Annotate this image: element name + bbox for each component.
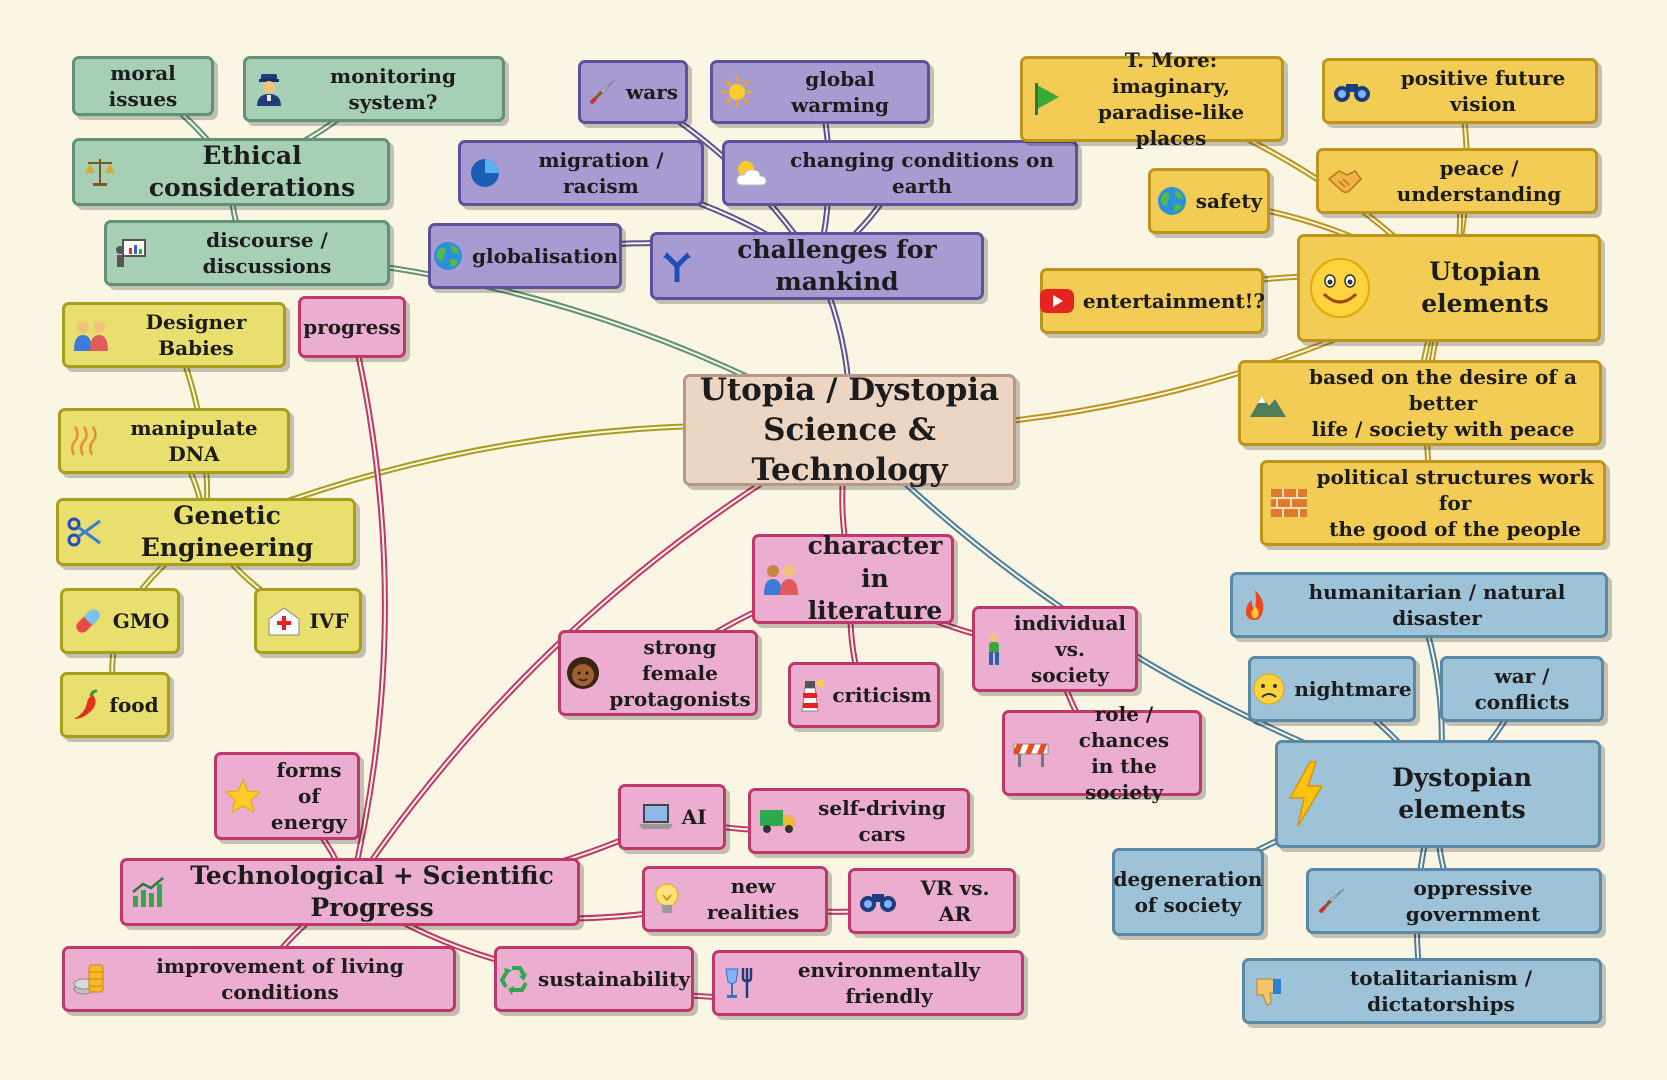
connector-line-highlight bbox=[349, 326, 386, 893]
smiley-icon bbox=[1308, 256, 1372, 320]
node-peace-understanding[interactable]: peace / understanding bbox=[1316, 148, 1598, 214]
coins-icon bbox=[73, 962, 107, 996]
node-manipulate-dna[interactable]: manipulate DNA bbox=[58, 408, 290, 474]
node-sustainability[interactable]: sustainability bbox=[494, 946, 694, 1012]
dna-wave-icon bbox=[69, 425, 101, 457]
chart-up-icon bbox=[131, 876, 167, 908]
handshake-icon bbox=[1327, 167, 1363, 195]
central-topic[interactable]: Utopia / Dystopia Science & Technology bbox=[683, 372, 1016, 488]
node-character-in-literature[interactable]: character in literature bbox=[752, 531, 954, 625]
node-strong-female-protagonists[interactable]: strong female protagonists bbox=[558, 630, 758, 716]
people-icon bbox=[763, 563, 799, 595]
flag-icon bbox=[1031, 81, 1061, 117]
node-ivf[interactable]: IVF bbox=[254, 588, 362, 654]
node-ethical-considerations[interactable]: Ethical considerations bbox=[72, 138, 390, 206]
pill-icon bbox=[71, 604, 105, 638]
binoculars-icon bbox=[1333, 78, 1371, 104]
node-positive-future-vision[interactable]: positive future vision bbox=[1322, 58, 1598, 124]
node-progress[interactable]: progress bbox=[298, 296, 406, 358]
play-button-icon bbox=[1039, 288, 1075, 314]
recycle-icon bbox=[498, 963, 530, 995]
node-vr-vs-ar[interactable]: VR vs. AR bbox=[848, 868, 1016, 934]
node-monitoring-system[interactable]: monitoring system? bbox=[243, 56, 505, 122]
star-icon bbox=[225, 779, 261, 813]
node-criticism[interactable]: criticism bbox=[788, 662, 940, 728]
node-political-structures[interactable]: political structures work for the good o… bbox=[1260, 460, 1606, 546]
node-oppressive-government[interactable]: oppressive government bbox=[1306, 868, 1602, 934]
node-food[interactable]: food bbox=[60, 672, 170, 738]
laptop-icon bbox=[638, 803, 674, 831]
node-ai[interactable]: AI bbox=[618, 784, 726, 850]
node-genetic-engineering[interactable]: Genetic Engineering bbox=[56, 498, 356, 566]
binoculars-icon bbox=[859, 888, 897, 914]
node-challenges-for-mankind[interactable]: challenges for mankind bbox=[650, 232, 984, 300]
node-entertainment[interactable]: entertainment!? bbox=[1039, 268, 1265, 334]
brick-wall-icon bbox=[1271, 489, 1307, 517]
globe-icon bbox=[432, 240, 464, 272]
dagger-icon bbox=[588, 77, 618, 107]
presentation-icon bbox=[115, 238, 147, 268]
node-globalisation[interactable]: globalisation bbox=[428, 223, 622, 289]
light-bulb-icon bbox=[653, 882, 681, 916]
lighthouse-icon bbox=[796, 678, 824, 712]
node-improvement-living-conditions[interactable]: improvement of living conditions bbox=[62, 946, 456, 1012]
node-new-realities[interactable]: new realities bbox=[642, 866, 828, 932]
node-changing-conditions[interactable]: changing conditions on earth bbox=[722, 140, 1078, 206]
node-totalitarianism-dictatorships[interactable]: totalitarianism / dictatorships bbox=[1242, 958, 1602, 1024]
mountain-icon bbox=[1249, 388, 1287, 418]
sun-icon bbox=[721, 76, 753, 108]
node-role-chances[interactable]: role / chances in the society bbox=[1002, 702, 1202, 804]
hospital-icon bbox=[267, 606, 301, 636]
thumbs-down-icon bbox=[1253, 975, 1283, 1007]
truck-icon bbox=[759, 807, 797, 835]
balance-scale-icon bbox=[83, 155, 117, 189]
frowning-face-icon bbox=[1252, 672, 1286, 706]
node-gmo[interactable]: GMO bbox=[60, 588, 180, 654]
barrier-icon bbox=[1013, 738, 1049, 768]
dagger-icon bbox=[1317, 886, 1347, 916]
node-environmentally-friendly[interactable]: environmentally friendly bbox=[712, 950, 1024, 1016]
node-moral-issues[interactable]: moral issues bbox=[72, 56, 214, 116]
node-tech-scientific-progress[interactable]: Technological + Scientific Progress bbox=[120, 858, 580, 926]
node-forms-of-energy[interactable]: forms of energy bbox=[214, 752, 360, 840]
node-utopian-elements[interactable]: Utopian elements bbox=[1297, 234, 1601, 342]
node-humanitarian-natural-disaster[interactable]: humanitarian / natural disaster bbox=[1230, 572, 1608, 638]
chili-icon bbox=[71, 689, 101, 721]
node-designer-babies[interactable]: Designer Babies bbox=[62, 302, 286, 368]
scissors-icon bbox=[67, 517, 101, 547]
fire-icon bbox=[1241, 588, 1269, 622]
pie-chart-icon bbox=[469, 157, 501, 189]
fork-icon bbox=[661, 249, 693, 283]
person-icon bbox=[983, 632, 1005, 666]
node-t-more[interactable]: T. More: imaginary, paradise-like places bbox=[1020, 48, 1284, 150]
node-dystopian-elements[interactable]: Dystopian elements bbox=[1275, 740, 1601, 848]
node-discourse-discussions[interactable]: discourse / discussions bbox=[104, 220, 390, 286]
family-icon bbox=[73, 319, 109, 351]
lightning-icon bbox=[1286, 760, 1326, 828]
cloudy-sun-icon bbox=[733, 158, 769, 188]
central-topic-title: Utopia / Dystopia Science & Technology bbox=[699, 371, 1000, 489]
node-desire-better-life[interactable]: based on the desire of a better life / s… bbox=[1238, 360, 1602, 446]
globe-icon bbox=[1156, 185, 1188, 217]
node-wars[interactable]: wars bbox=[578, 60, 688, 124]
node-individual-vs-society[interactable]: individual vs. society bbox=[972, 606, 1138, 692]
node-nightmare[interactable]: nightmare bbox=[1248, 656, 1416, 722]
node-war-conflicts[interactable]: war / conflicts bbox=[1440, 656, 1604, 722]
node-migration-racism[interactable]: migration / racism bbox=[458, 140, 704, 206]
node-degeneration-of-society[interactable]: degeneration of society bbox=[1112, 848, 1264, 936]
glass-fork-icon bbox=[723, 966, 757, 1000]
node-safety[interactable]: safety bbox=[1148, 168, 1270, 234]
police-officer-icon bbox=[254, 72, 284, 106]
node-global-warming[interactable]: global warming bbox=[710, 60, 930, 124]
node-self-driving-cars[interactable]: self-driving cars bbox=[748, 788, 970, 854]
woman-face-icon bbox=[565, 655, 601, 691]
